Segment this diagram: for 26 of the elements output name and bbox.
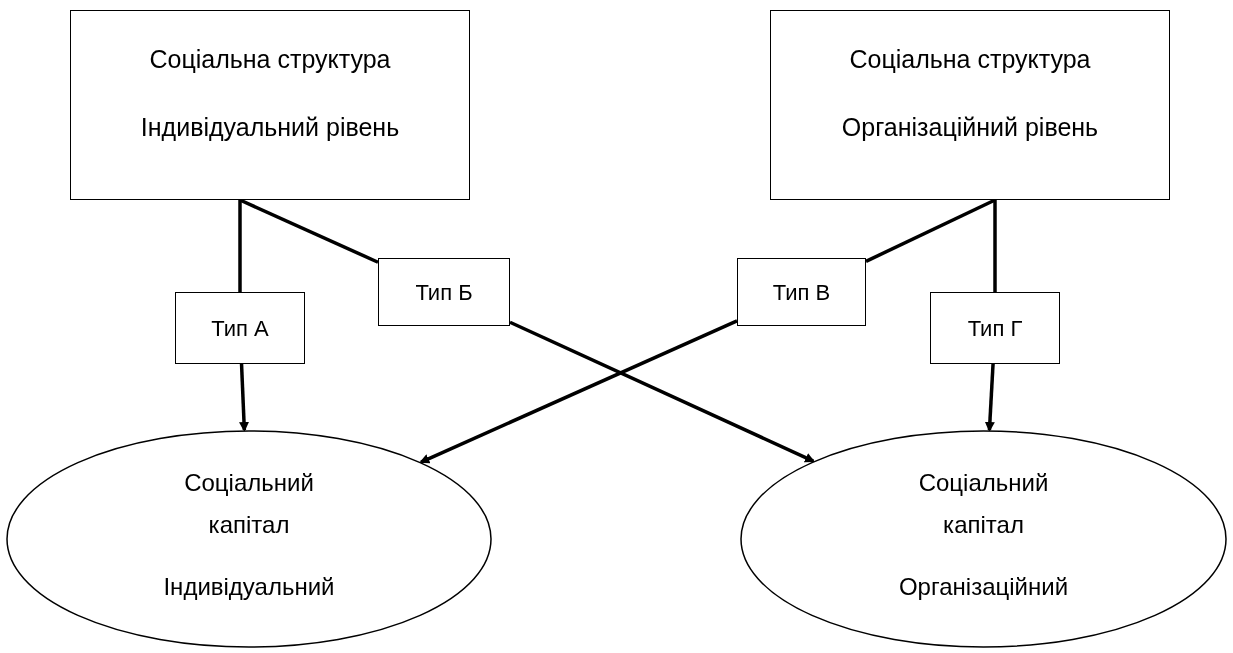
node-text: Соціальна структура — [149, 44, 391, 75]
connector-line — [865, 198, 996, 263]
type-box — [737, 258, 866, 326]
node-text: Тип В — [772, 278, 831, 307]
arrow — [984, 363, 995, 433]
connector-line — [238, 200, 242, 292]
connector-line — [993, 200, 997, 292]
type-box — [378, 258, 510, 326]
structure-box — [770, 10, 1170, 200]
node-text: Соціальний капітал — [917, 468, 1050, 540]
arrow — [509, 320, 816, 463]
type-box — [175, 292, 305, 364]
connector-line — [239, 198, 379, 264]
arrow — [419, 319, 738, 464]
node-text: Організаційний рівень — [841, 111, 1099, 143]
node-text: Індивідуальний рівень — [140, 111, 400, 143]
node-text: Тип Г — [967, 314, 1023, 343]
type-box — [930, 292, 1060, 364]
node-text: Соціальний капітал — [183, 468, 315, 540]
structure-box — [70, 10, 470, 200]
node-text: Тип А — [211, 314, 269, 343]
node-text: Індивідуальний — [163, 572, 335, 602]
node-text: Організаційний — [898, 572, 1069, 602]
arrow — [239, 363, 249, 432]
node-text: Тип Б — [415, 278, 473, 307]
node-text: Соціальна структура — [849, 44, 1091, 75]
